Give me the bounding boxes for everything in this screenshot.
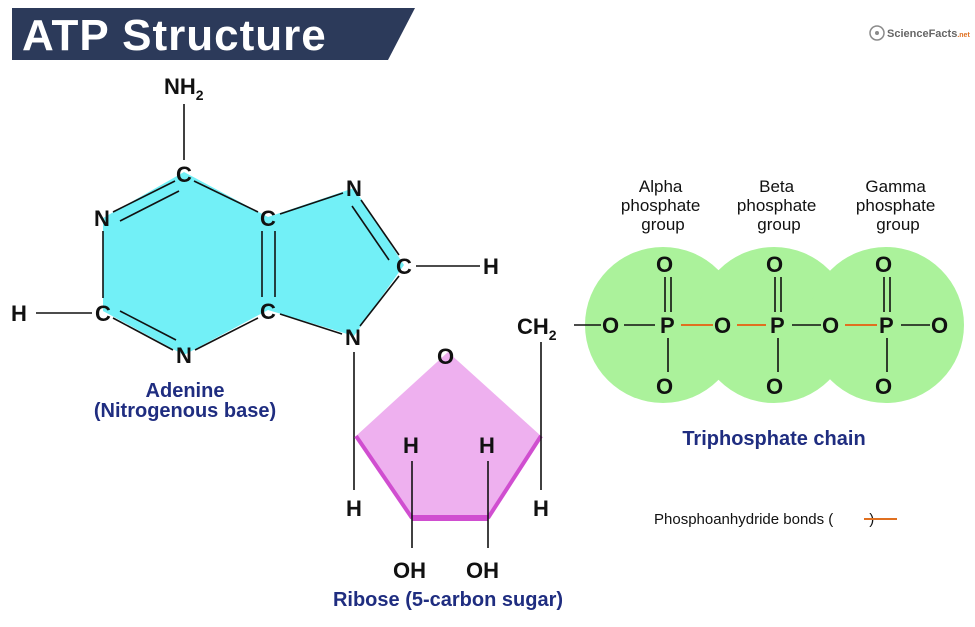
bridge-o-ribose: O [602, 313, 619, 338]
page-title: ATP Structure [22, 11, 327, 60]
gamma-p: P [879, 313, 894, 338]
ribose-h2: H [403, 433, 419, 458]
atom-c5: C [260, 206, 276, 231]
alpha-p: P [660, 313, 675, 338]
legend-text: Phosphoanhydride bonds () [654, 511, 874, 528]
triphosphate-group: O P O O O P O O O P O O O Alpha phosphat… [574, 177, 964, 450]
beta-p: P [770, 313, 785, 338]
beta-group-label: Beta phosphate group [737, 177, 821, 234]
atom-n1: N [94, 206, 110, 231]
ribose-oh2: OH [393, 558, 426, 583]
atom-n7: N [346, 176, 362, 201]
alpha-o-bottom: O [656, 374, 673, 399]
adenine-ring-fill [103, 172, 268, 355]
triphosphate-label: Triphosphate chain [682, 428, 865, 450]
gamma-group-label: Gamma phosphate group [856, 177, 940, 234]
ribose-o: O [437, 344, 454, 369]
sciencefacts-logo: ScienceFacts.net [869, 25, 970, 41]
atom-c2: C [95, 301, 111, 326]
alpha-group-label: Alpha phosphate group [621, 177, 705, 234]
atom-n9: N [345, 325, 361, 350]
gamma-o-top: O [875, 252, 892, 277]
alpha-phosphate-circle [585, 247, 741, 403]
title-banner: ATP Structure [12, 8, 415, 60]
bridge-o-alpha-beta: O [714, 313, 731, 338]
atom-h2: H [11, 301, 27, 326]
gamma-phosphate-circle [808, 247, 964, 403]
atom-c4: C [260, 299, 276, 324]
ribose-group: O H H H H OH OH CH2 Ribose (5-carbon sug… [333, 314, 563, 611]
bridge-o-beta-gamma: O [822, 313, 839, 338]
ribose-h4: H [533, 496, 549, 521]
beta-o-bottom: O [766, 374, 783, 399]
imidazole-ring-fill [268, 188, 404, 336]
ribose-label: Ribose (5-carbon sugar) [333, 589, 563, 611]
alpha-o-top: O [656, 252, 673, 277]
legend: Phosphoanhydride bonds () [654, 511, 897, 528]
atom-nh2: NH2 [164, 74, 204, 103]
ribose-h3: H [479, 433, 495, 458]
atom-c8: C [396, 254, 412, 279]
ribose-oh3: OH [466, 558, 499, 583]
beta-phosphate-circle [696, 247, 852, 403]
ribose-ring-fill [356, 352, 541, 521]
adenine-group: NH2 C N C N C H H C C N N Adenine (Nitro… [11, 74, 499, 490]
adenine-sublabel: (Nitrogenous base) [94, 400, 276, 422]
adenine-label: Adenine [146, 380, 225, 402]
logo-text: ScienceFacts.net [887, 28, 970, 40]
atom-n3: N [176, 343, 192, 368]
beta-o-top: O [766, 252, 783, 277]
gamma-o-terminal: O [931, 313, 948, 338]
atom-c6: C [176, 162, 192, 187]
ribose-ch2: CH2 [517, 314, 557, 343]
atom-h8: H [483, 254, 499, 279]
ribose-h1: H [346, 496, 362, 521]
gamma-o-bottom: O [875, 374, 892, 399]
